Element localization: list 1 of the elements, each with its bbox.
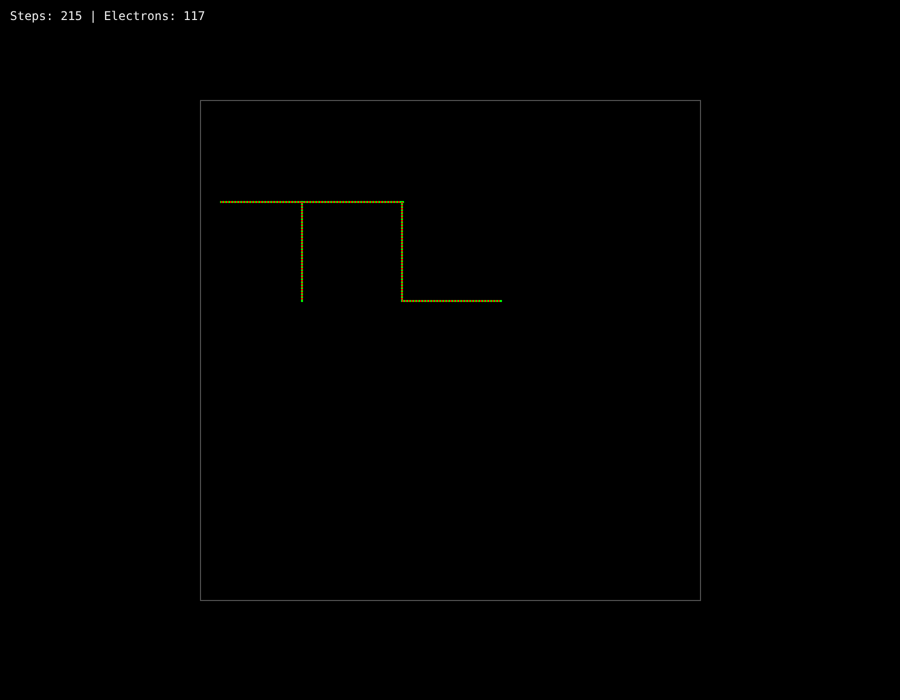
status-text: Steps: 215 | Electrons: 117 xyxy=(10,9,206,24)
